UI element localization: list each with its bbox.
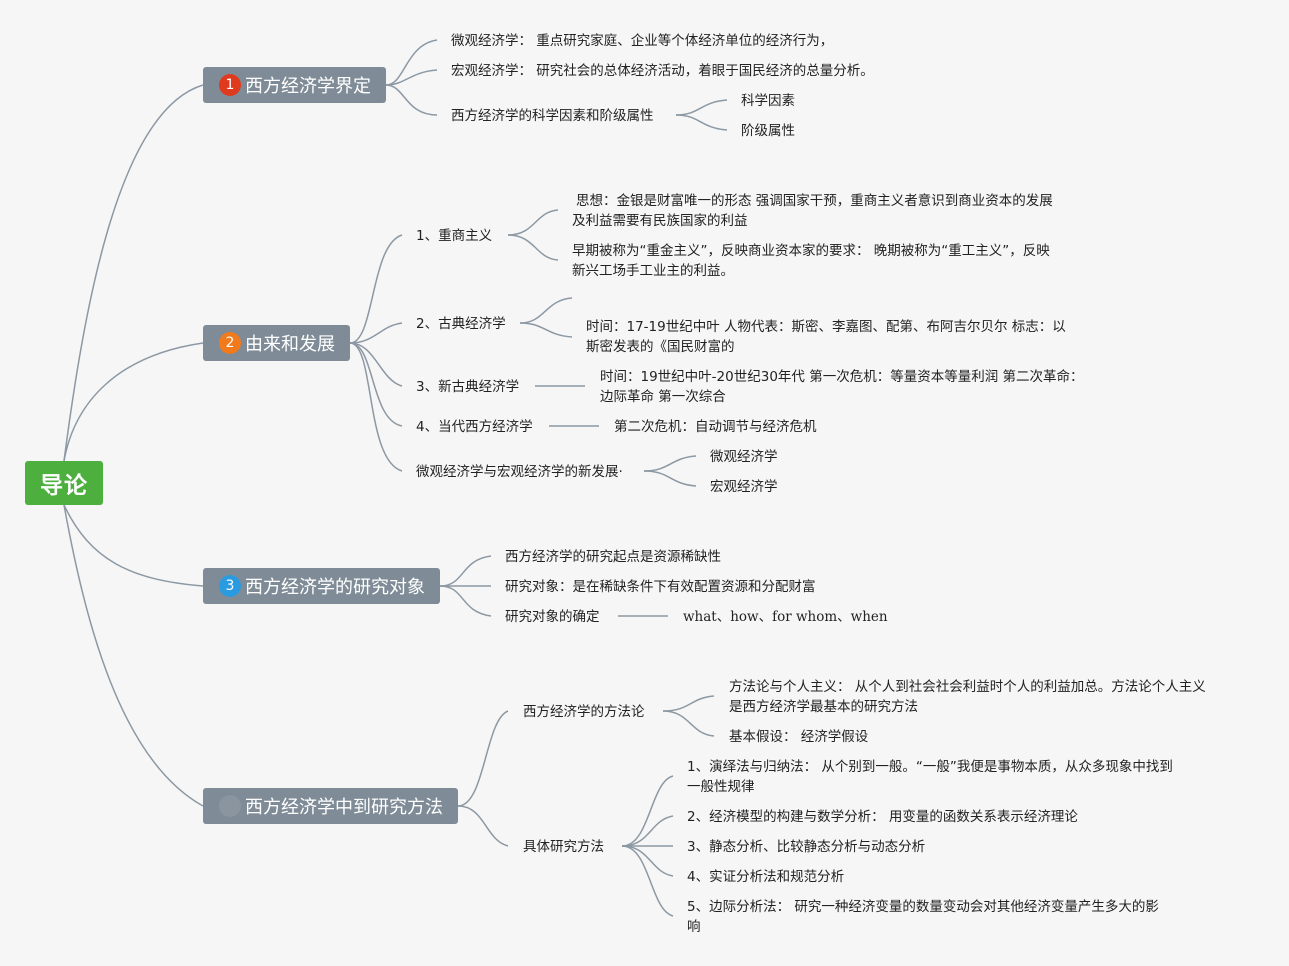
number-badge-3-icon: 3 [219, 575, 241, 597]
method-marginal-line1[interactable]: 5、边际分析法： 研究一种经济变量的数量变动会对其他经济变量产生多大的影 [687, 899, 1159, 915]
branch-origin[interactable]: 2 由来和发展 [203, 325, 350, 361]
mercantilism-topic[interactable]: 1、重商主义 [416, 228, 493, 244]
branch-research-object-label: 西方经济学的研究对象 [245, 577, 425, 598]
method-model[interactable]: 2、经济模型的构建与数学分析： 用变量的函数关系表示经济理论 [687, 809, 1078, 825]
mercantilism-thought-line1[interactable]: 思想：金银是财富唯一的形态 强调国家干预，重商主义者意识到商业资本的发展 [576, 193, 1053, 209]
neoclassical-detail-line2[interactable]: 边际革命 第一次综合 [600, 389, 726, 405]
classical-detail-line1[interactable]: 时间：17-19世纪中叶 人物代表：斯密、李嘉图、配第、布阿吉尔贝尔 标志：以 [586, 319, 1066, 335]
method-positive[interactable]: 4、实证分析法和规范分析 [687, 869, 845, 885]
research-questions[interactable]: what、how、for whom、when [683, 609, 888, 625]
micro-definition[interactable]: 微观经济学： 重点研究家庭、企业等个体经济单位的经济行为， [451, 33, 834, 49]
number-badge-1-icon: 1 [219, 74, 241, 96]
new-development-macro[interactable]: 宏观经济学 [710, 479, 778, 495]
branch-research-method[interactable]: 4 西方经济学中到研究方法 [203, 788, 458, 824]
classical-topic[interactable]: 2、古典经济学 [416, 316, 506, 332]
basic-assumption[interactable]: 基本假设： 经济学假设 [729, 729, 869, 745]
neoclassical-detail-line1[interactable]: 时间：19世纪中叶-20世纪30年代 第一次危机：等量资本等量利润 第二次革命： [600, 369, 1084, 385]
specific-methods-topic[interactable]: 具体研究方法 [523, 839, 604, 855]
individualism-line1[interactable]: 方法论与个人主义： 从个人到社会社会利益时个人的利益加总。方法论个人主义 [729, 679, 1206, 695]
method-marginal-line2[interactable]: 响 [687, 919, 701, 935]
branch-definition-label: 西方经济学界定 [245, 76, 371, 97]
branch-origin-label: 由来和发展 [245, 334, 335, 355]
new-development-topic[interactable]: 微观经济学与宏观经济学的新发展· [416, 464, 623, 480]
contemporary-detail[interactable]: 第二次危机：自动调节与经济危机 [614, 419, 817, 435]
scarcity-start[interactable]: 西方经济学的研究起点是资源稀缺性 [505, 549, 721, 565]
branch-research-object[interactable]: 3 西方经济学的研究对象 [203, 568, 440, 604]
neoclassical-topic[interactable]: 3、新古典经济学 [416, 379, 520, 395]
method-deduction-line1[interactable]: 1、演绎法与归纳法： 从个别到一般。“一般”我便是事物本质，从众多现象中找到 [687, 759, 1173, 775]
new-development-micro[interactable]: 微观经济学 [710, 449, 778, 465]
method-static[interactable]: 3、静态分析、比较静态分析与动态分析 [687, 839, 926, 855]
mercantilism-thought-line2[interactable]: 及利益需要有民族国家的利益 [572, 213, 748, 229]
branch-research-method-label: 西方经济学中到研究方法 [245, 797, 443, 818]
science-factor[interactable]: 科学因素 [741, 93, 795, 109]
class-attribute[interactable]: 阶级属性 [741, 123, 795, 139]
contemporary-topic[interactable]: 4、当代西方经济学 [416, 419, 533, 435]
methodology-topic[interactable]: 西方经济学的方法论 [523, 704, 645, 720]
science-class-topic[interactable]: 西方经济学的科学因素和阶级属性 [451, 108, 654, 124]
number-badge-4-icon: 4 [219, 795, 241, 817]
macro-definition[interactable]: 宏观经济学： 研究社会的总体经济活动，着眼于国民经济的总量分析。 [451, 63, 874, 79]
root-topic[interactable]: 导论 [25, 461, 103, 505]
research-object-determine[interactable]: 研究对象的确定 [505, 609, 600, 625]
mercantilism-stages-line1[interactable]: 早期被称为“重金主义”，反映商业资本家的要求： 晚期被称为“重工主义”，反映 [572, 243, 1050, 259]
classical-detail-line2[interactable]: 斯密发表的《国民财富的 [586, 339, 735, 355]
method-deduction-line2[interactable]: 一般性规律 [687, 779, 755, 795]
mercantilism-stages-line2[interactable]: 新兴工场手工业主的利益。 [572, 263, 734, 279]
research-object-def[interactable]: 研究对象：是在稀缺条件下有效配置资源和分配财富 [505, 579, 816, 595]
number-badge-2-icon: 2 [219, 332, 241, 354]
branch-definition[interactable]: 1 西方经济学界定 [203, 67, 386, 103]
individualism-line2[interactable]: 是西方经济学最基本的研究方法 [729, 699, 918, 715]
